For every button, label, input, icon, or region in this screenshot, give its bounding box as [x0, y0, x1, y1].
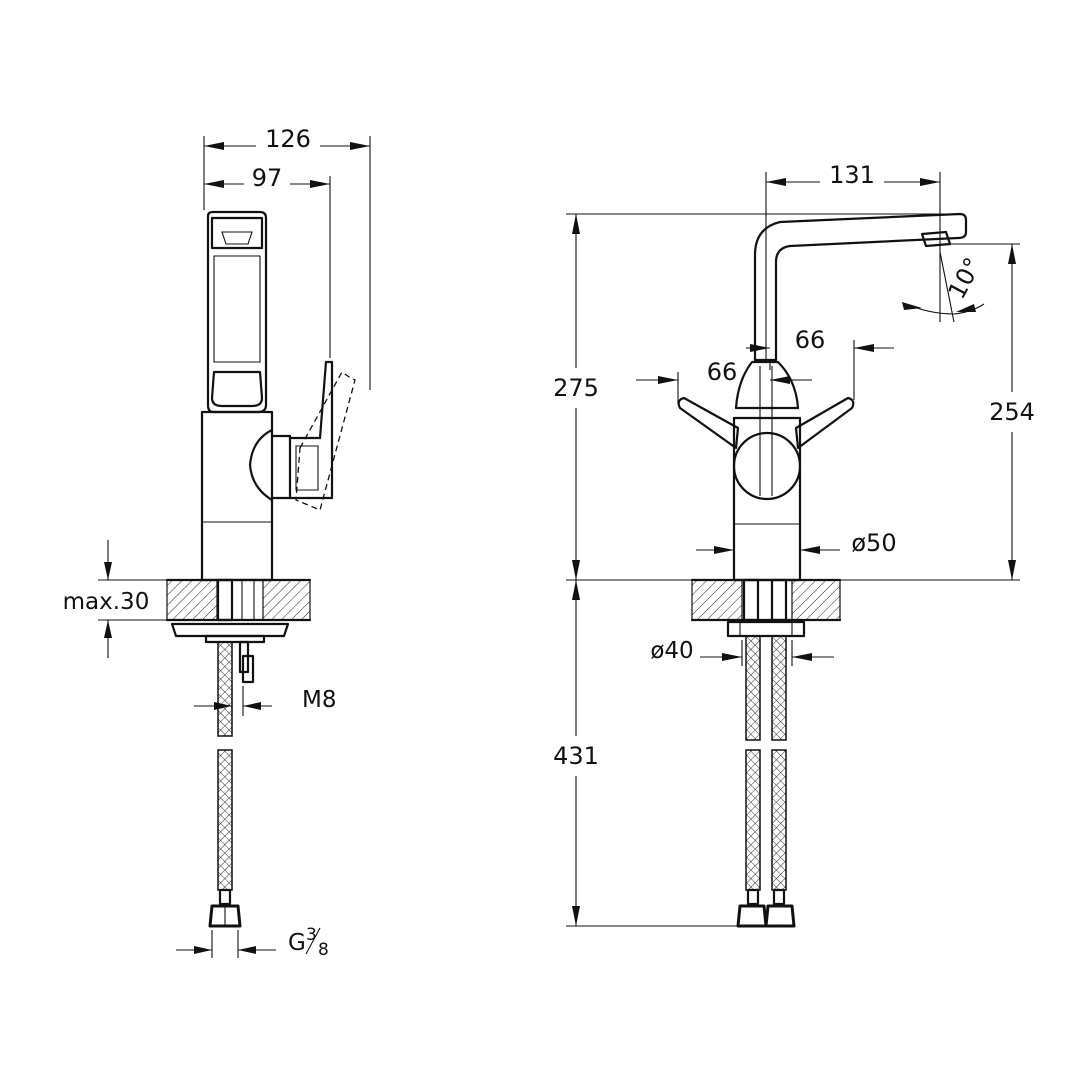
label-126: 126 — [265, 125, 311, 153]
label-max-30: max.30 — [63, 589, 150, 615]
label-131: 131 — [829, 161, 875, 189]
side-spout — [206, 210, 268, 414]
label-o50: ø50 — [851, 529, 896, 557]
front-view: 131 275 254 10° — [553, 161, 1035, 928]
dim-hole-diameter: ø40 — [650, 638, 834, 666]
dim-spout-reach: 131 — [765, 161, 941, 362]
dim-angle: 10° — [902, 251, 987, 323]
front-fixings — [726, 578, 806, 928]
label-66-right: 66 — [795, 326, 826, 354]
side-countertop — [165, 578, 312, 622]
dim-lever-right: 66 — [746, 326, 894, 400]
label-g: G — [288, 930, 306, 956]
label-o40: ø40 — [650, 638, 693, 664]
dim-height-total: 275 — [553, 213, 1020, 581]
label-66-left: 66 — [707, 358, 738, 386]
side-fixings — [170, 578, 290, 928]
dim-body-diameter: ø50 — [696, 529, 897, 557]
side-lever — [288, 360, 356, 511]
front-body — [732, 360, 802, 582]
dim-width-body: 97 — [204, 164, 331, 358]
label-254: 254 — [989, 398, 1035, 426]
label-g-num: 3 — [306, 925, 317, 945]
front-spout — [753, 212, 968, 362]
label-g-den: 8 — [318, 940, 329, 960]
label-431: 431 — [553, 742, 599, 770]
side-view: 126 97 max.30 M8 — [63, 125, 371, 960]
dim-max-deck: max.30 — [63, 540, 167, 658]
dim-width-total: 126 — [203, 125, 371, 390]
dim-lever-left: 66 — [636, 358, 812, 404]
dim-height-outlet: 254 — [950, 243, 1035, 580]
label-97: 97 — [252, 164, 283, 192]
side-body — [200, 410, 292, 582]
label-275: 275 — [553, 374, 599, 402]
dim-bolt: M8 — [194, 686, 336, 716]
dim-connector: G 3 8 — [176, 925, 329, 960]
front-countertop — [690, 578, 842, 622]
dim-hose-length: 431 — [553, 580, 740, 927]
label-m8: M8 — [302, 687, 336, 713]
front-levers — [677, 396, 855, 450]
